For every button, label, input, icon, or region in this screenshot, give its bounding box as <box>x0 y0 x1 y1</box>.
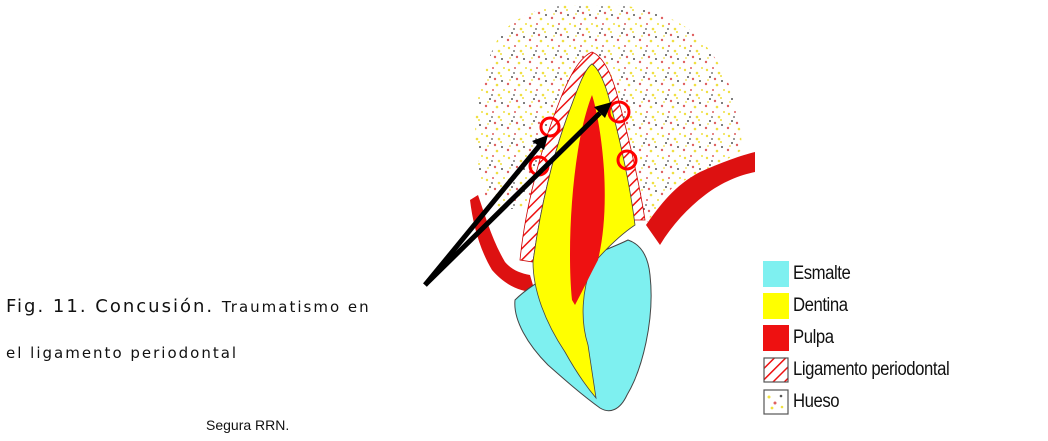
legend-item-pulpa: Pulpa <box>763 322 971 354</box>
figure-title: Concusión. <box>95 296 214 317</box>
legend-label: Dentina <box>793 295 848 317</box>
legend-label: Esmalte <box>793 263 850 285</box>
legend-label: Hueso <box>793 391 839 413</box>
figure-caption: Fig. 11. Concusión. Traumatismo en <box>6 296 371 317</box>
legend-item-esmalte: Esmalte <box>763 258 971 290</box>
legend-item-hueso: Hueso <box>763 386 971 418</box>
solid-swatch-icon <box>763 293 789 319</box>
figure-number: Fig. 11. <box>6 296 88 317</box>
speckled-swatch-icon <box>763 389 789 415</box>
figure-caption-text: Traumatismo en <box>222 298 371 316</box>
solid-swatch-icon <box>763 261 789 287</box>
figure-caption-line2: el ligamento periodontal <box>6 344 238 362</box>
figure-credit: Segura RRN. <box>206 417 289 433</box>
legend-item-dentina: Dentina <box>763 290 971 322</box>
hatched-swatch-icon <box>763 357 789 383</box>
legend-label: Ligamento periodontal <box>793 359 949 381</box>
legend-label: Pulpa <box>793 327 834 349</box>
solid-swatch-icon <box>763 325 789 351</box>
legend: Esmalte Dentina Pulpa Ligamento periodon… <box>763 258 971 418</box>
legend-item-ligamento: Ligamento periodontal <box>763 354 971 386</box>
